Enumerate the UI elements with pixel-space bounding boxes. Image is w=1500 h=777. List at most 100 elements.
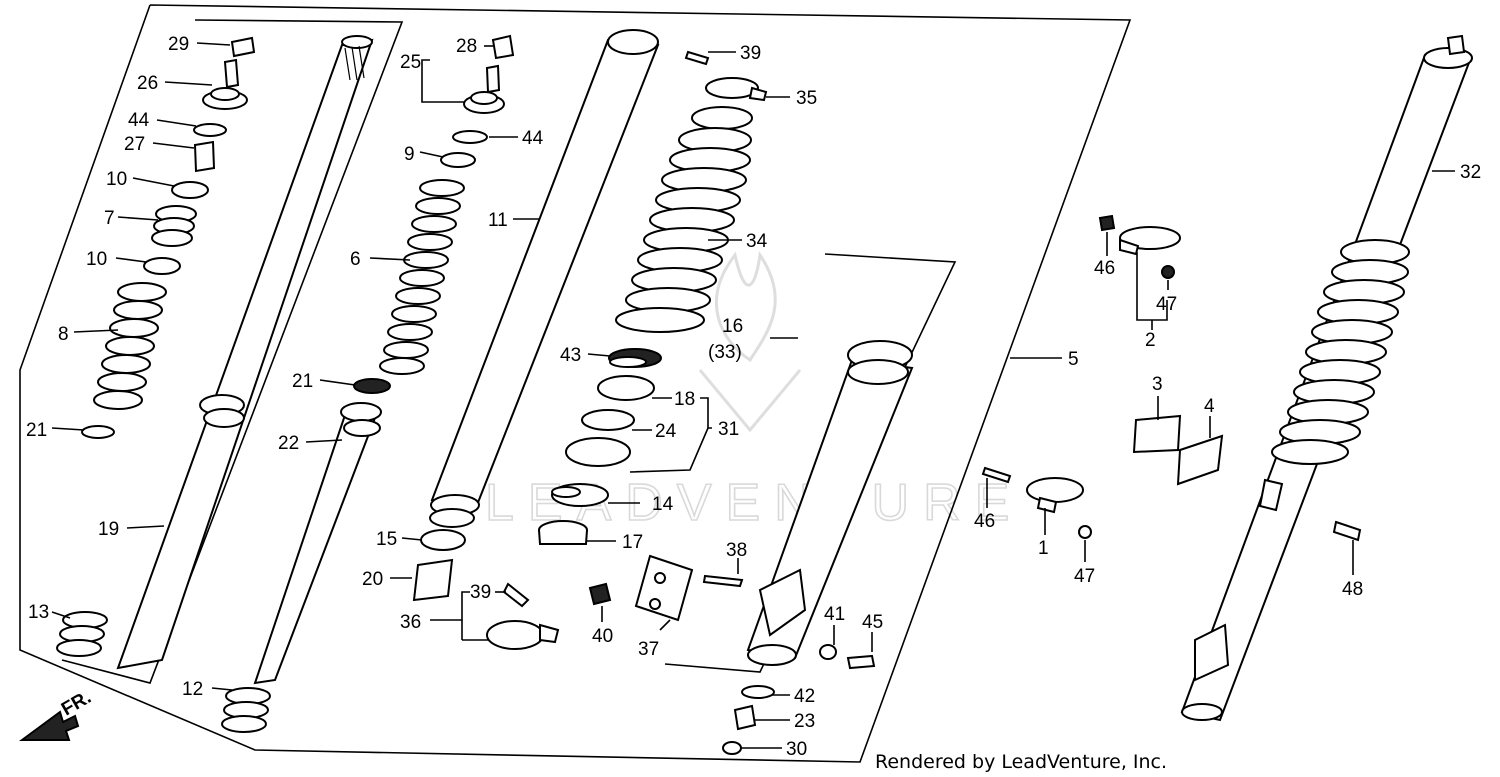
part-9-washer <box>440 152 476 168</box>
callout-31: 31 <box>718 419 739 440</box>
part-6-spring <box>379 179 465 375</box>
credit-text: Rendered by LeadVenture, Inc. <box>875 751 1167 773</box>
callout-45: 45 <box>862 612 883 633</box>
callout-21-b: 21 <box>292 371 313 392</box>
callout-2: 2 <box>1145 330 1156 351</box>
part-44-washer <box>193 123 227 137</box>
part-43-ring-inner <box>609 356 647 368</box>
callout-38: 38 <box>726 540 747 561</box>
callout-3: 3 <box>1152 374 1163 395</box>
part-10-seat-lower <box>143 257 181 275</box>
part-1-clamp-lower <box>1026 477 1084 514</box>
part-15-seal <box>420 529 466 551</box>
part-39-bolt-lower <box>502 582 530 608</box>
part-44-washer-b <box>452 130 488 144</box>
part-22-damper-rod <box>253 402 382 685</box>
callout-20: 20 <box>362 569 383 590</box>
callout-37: 37 <box>638 639 659 660</box>
callout-39-lower: 39 <box>470 582 491 603</box>
part-13-spring-left <box>56 611 108 657</box>
part-2-clamp-upper <box>1119 226 1181 256</box>
callout-16: 16 <box>722 316 743 337</box>
part-35-clamp <box>705 77 768 102</box>
part-48-bolt <box>1332 520 1362 542</box>
part-39-bolt-upper <box>684 50 710 66</box>
part-21-ring-mid <box>353 378 391 394</box>
leader-lines <box>51 42 1455 749</box>
part-4-bracket <box>1176 434 1224 486</box>
part-27-nut <box>193 140 216 173</box>
callout-13: 13 <box>28 602 49 623</box>
part-42-washer <box>741 685 775 699</box>
part-12-spring <box>221 687 271 733</box>
part-16-slider <box>746 340 914 666</box>
callout-47-upper: 47 <box>1156 294 1177 315</box>
callout-44: 44 <box>128 110 150 131</box>
part-29-cap <box>230 36 256 58</box>
callout-11: 11 <box>488 210 508 231</box>
callout-46-upper: 46 <box>1094 258 1115 279</box>
callout-40: 40 <box>592 626 613 647</box>
callout-36: 36 <box>400 612 421 633</box>
inner-outline-19 <box>61 19 404 684</box>
part-8-spring <box>93 282 167 410</box>
callout-18: 18 <box>674 389 695 410</box>
part-40-nut <box>588 582 612 606</box>
callout-46-lower: 46 <box>974 511 995 532</box>
part-28-cap <box>491 34 515 60</box>
part-45-bolt <box>846 654 876 670</box>
front-marker-label: FR. <box>58 687 95 720</box>
callout-32: 32 <box>1460 162 1481 183</box>
part-37-cap <box>634 554 694 622</box>
callout-34: 34 <box>746 231 768 252</box>
part-25-bolt <box>463 64 505 114</box>
callout-9: 9 <box>404 144 415 165</box>
callout-42: 42 <box>794 686 815 707</box>
part-7-spring <box>151 205 197 247</box>
part-34-boot <box>615 106 753 333</box>
part-36-clamp <box>486 620 560 650</box>
assembly-outline-5 <box>19 4 1132 763</box>
callout-24: 24 <box>655 421 677 442</box>
part-21-ring-left <box>81 425 115 439</box>
part-38-stud <box>702 574 744 588</box>
part-23-bolt <box>733 704 757 731</box>
part-24-clip <box>581 409 635 431</box>
callout-labels: 29 26 44 27 10 7 10 8 21 19 13 12 28 25 … <box>26 34 1481 760</box>
callout-41: 41 <box>824 604 845 625</box>
callout-19: 19 <box>98 519 119 540</box>
part-10-seat-upper <box>171 181 209 199</box>
callout-10: 10 <box>106 169 127 190</box>
part-26-bolt <box>202 58 248 110</box>
callout-10-lower: 10 <box>86 249 107 270</box>
part-47-nut-upper <box>1161 265 1175 279</box>
callout-30: 30 <box>786 739 807 760</box>
callout-29: 29 <box>168 34 189 55</box>
callout-17: 17 <box>622 532 643 553</box>
callout-8: 8 <box>58 324 69 345</box>
callout-28: 28 <box>456 36 477 57</box>
callout-25: 25 <box>400 52 421 73</box>
callout-21: 21 <box>26 420 47 441</box>
callout-14: 14 <box>652 494 674 515</box>
part-32-assembled-fork <box>1180 34 1473 722</box>
callout-7: 7 <box>104 208 115 229</box>
callout-43: 43 <box>560 345 581 366</box>
callout-22: 22 <box>278 433 299 454</box>
part-18-bushing <box>597 375 655 401</box>
part-30-plug <box>722 741 742 755</box>
part-19-fork-tube <box>116 35 374 670</box>
part-17-bushing <box>538 520 588 545</box>
callout-39-upper: 39 <box>740 43 761 64</box>
part-3-bracket <box>1132 414 1182 454</box>
callout-5: 5 <box>1068 349 1079 370</box>
part-46-bolt-lower <box>981 466 1012 484</box>
callout-4: 4 <box>1204 396 1215 417</box>
callout-23: 23 <box>794 711 815 732</box>
callout-6: 6 <box>350 249 361 270</box>
callout-35: 35 <box>796 88 817 109</box>
part-41-washer <box>819 644 837 660</box>
part-47-nut-lower <box>1078 525 1092 539</box>
callout-1: 1 <box>1038 538 1049 559</box>
